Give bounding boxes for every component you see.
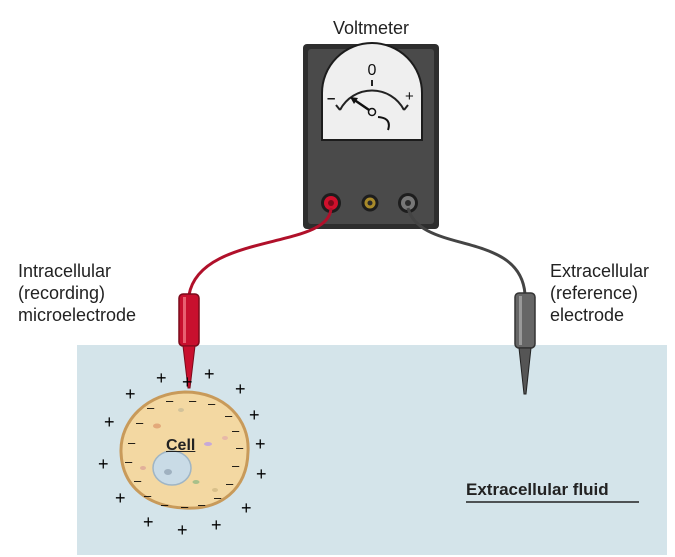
negative-charge: –: [161, 497, 169, 512]
intracellular-label: Intracellular (recording) microelectrode: [18, 260, 136, 326]
negative-charge: –: [128, 435, 136, 450]
red-lead-wire: [187, 207, 333, 296]
positive-charge: +: [211, 515, 222, 535]
red-terminal: [321, 193, 341, 213]
negative-charge: –: [134, 473, 142, 488]
negative-charge: –: [147, 400, 155, 415]
extracellular-label-line3: electrode: [550, 305, 625, 325]
negative-charge: –: [198, 497, 206, 512]
positive-charge: +: [249, 405, 260, 425]
meter-plus-mark: +: [405, 88, 414, 105]
positive-charge: +: [143, 512, 154, 532]
positive-charge: +: [241, 498, 252, 518]
negative-charge: –: [189, 393, 197, 408]
positive-charge: +: [115, 488, 126, 508]
negative-charge: –: [214, 490, 222, 505]
negative-charge: –: [225, 408, 233, 423]
negative-charge: –: [232, 423, 240, 438]
positive-charge: +: [235, 379, 246, 399]
negative-charge: –: [232, 458, 240, 473]
nucleus: [152, 450, 192, 486]
positive-charge: +: [104, 412, 115, 432]
positive-charge: +: [125, 384, 136, 404]
black-terminal: [398, 193, 418, 213]
negative-charge: –: [125, 454, 133, 469]
meter-minus-mark: –: [327, 90, 336, 107]
cell: [119, 390, 250, 510]
positive-charge: +: [256, 464, 267, 484]
meter-pivot: [367, 107, 377, 117]
positive-charge: +: [255, 434, 266, 454]
positive-charge: +: [156, 368, 167, 388]
meter-zero-mark: 0: [367, 62, 377, 79]
extracellular-label-line1: Extracellular: [550, 261, 650, 281]
intracellular-microelectrode: [178, 293, 200, 389]
positive-charge: +: [204, 364, 215, 384]
extracellular-fluid-label: Extracellular fluid: [466, 480, 609, 499]
gray-lead-wire: [406, 207, 527, 295]
cell-membrane: [119, 390, 250, 510]
negative-charge: –: [208, 396, 216, 411]
extracellular-reference-electrode: [514, 292, 536, 395]
positive-charge: +: [182, 372, 193, 392]
negative-charge: –: [236, 440, 244, 455]
negative-charge: –: [144, 488, 152, 503]
positive-charge: +: [177, 520, 188, 540]
negative-charge: –: [181, 499, 189, 514]
intracellular-label-line2: (recording): [18, 283, 106, 303]
negative-charge: –: [226, 476, 234, 491]
positive-charge: +: [98, 454, 109, 474]
meter-scale-arc: [339, 89, 405, 111]
negative-charge: –: [166, 393, 174, 408]
intracellular-label-line1: Intracellular: [18, 261, 112, 281]
voltmeter: [303, 42, 439, 229]
intracellular-label-line3: microelectrode: [18, 305, 137, 325]
meter-dial-face: [321, 42, 423, 141]
center-terminal: [361, 194, 379, 212]
voltmeter-label: Voltmeter: [332, 18, 410, 38]
extracellular-label-line2: (reference): [550, 283, 639, 303]
negative-charge: –: [136, 415, 144, 430]
extracellular-label: Extracellular (reference) electrode: [550, 260, 649, 326]
cell-label: Cell: [166, 437, 196, 454]
